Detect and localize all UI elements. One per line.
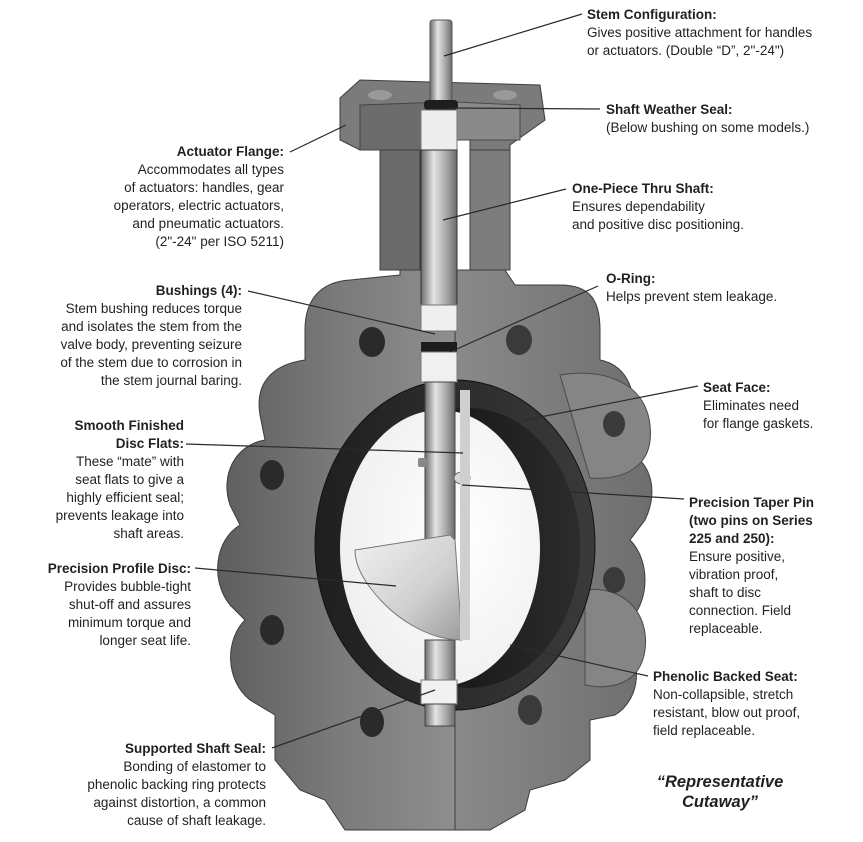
callout-title: Precision Profile Disc: [47,561,191,576]
callout-title: Seat Face: [703,380,771,395]
callout-text: and pneumatic actuators. [132,216,284,231]
callout-title: Actuator Flange: [176,144,284,159]
leader-actuator-flange [289,124,347,153]
callout-text: field replaceable. [653,723,756,738]
callout-text: seat flats to give a [75,472,184,487]
callout-text: resistant, blow out proof, [653,705,801,720]
callout-text: shut-off and assures [68,597,191,612]
callout-text: valve body, preventing seizure [60,337,242,352]
callout-shaft-weather-seal: Shaft Weather Seal: (Below bushing on so… [606,101,809,137]
callout-text: Bonding of elastomer to [123,759,266,774]
callout-text: Non-collapsible, stretch [653,687,794,702]
leader-disc-flats [185,443,464,454]
callout-text: replaceable. [689,621,763,636]
callout-text: and positive disc positioning. [572,217,744,232]
callout-text: Helps prevent stem leakage. [606,289,778,304]
leader-phenolic-seat [509,644,649,677]
callout-text: Eliminates need [703,398,800,413]
leader-shaft-weather-seal [447,107,601,110]
callout-smooth-finished-disc-flats: Smooth Finished Disc Flats: These “mate”… [4,417,184,543]
callout-text: and isolates the stem from the [61,319,242,334]
bolt-holes [260,325,625,737]
callout-text: longer seat life. [99,633,191,648]
caption-line: Cutaway” [681,793,759,811]
callout-text: or actuators. (Double “D”, 2"-24") [587,43,785,58]
callout-bushings: Bushings (4): Stem bushing reduces torqu… [2,282,242,390]
leader-bushings [247,290,436,335]
callout-text: Stem bushing reduces torque [65,301,242,316]
callout-text: of actuators: handles, gear [124,180,284,195]
callout-text: minimum torque and [67,615,191,630]
callout-title: 225 and 250): [689,531,775,546]
leader-taper-pin [461,484,685,500]
callout-title: One-Piece Thru Shaft: [572,181,714,196]
callout-text: Gives positive attachment for handles [587,25,813,40]
disc [354,390,470,641]
callout-phenolic-backed-seat: Phenolic Backed Seat: Non-collapsible, s… [653,668,800,740]
callout-text: connection. Field [689,603,792,618]
callout-text: for flange gaskets. [703,416,814,431]
callout-title: Precision Taper Pin [689,495,815,510]
callout-text: Accommodates all types [137,162,284,177]
callout-precision-profile-disc: Precision Profile Disc: Provides bubble-… [0,560,191,650]
leader-profile-disc [194,567,397,587]
callout-text: Ensures dependability [572,199,705,214]
callout-one-piece-thru-shaft: One-Piece Thru Shaft: Ensures dependabil… [572,180,744,234]
callout-title: (two pins on Series [689,513,813,528]
callout-title: Smooth Finished [74,418,185,433]
leader-one-piece-thru-shaft [442,188,567,221]
callout-text: vibration proof, [689,567,779,582]
callout-text: Provides bubble-tight [64,579,191,594]
representative-cutaway-caption: “Representative Cutaway” [640,772,800,812]
callout-actuator-flange: Actuator Flange: Accommodates all types … [44,143,284,251]
callout-text: These “mate” with [75,454,184,469]
callout-text: highly efficient seal; [66,490,184,505]
leader-seat-face [524,385,699,421]
callout-text: prevents leakage into [55,508,184,523]
callout-title: O-Ring: [606,271,656,286]
callout-title: Shaft Weather Seal: [606,102,733,117]
callout-text: (2"-24" per ISO 5211) [155,234,284,249]
callout-text: (Below bushing on some models.) [606,120,810,135]
callout-precision-taper-pin: Precision Taper Pin (two pins on Series … [689,494,814,638]
callout-seat-face: Seat Face: Eliminates need for flange ga… [703,379,813,433]
callout-text: shaft areas. [113,526,184,541]
callout-text: phenolic backing ring protects [87,777,266,792]
callout-text: cause of shaft leakage. [127,813,266,828]
callout-supported-shaft-seal: Supported Shaft Seal: Bonding of elastom… [26,740,266,830]
leader-shaft-seal [271,689,436,749]
callout-title: Supported Shaft Seal: [124,741,266,756]
callout-stem-configuration: Stem Configuration: Gives positive attac… [587,6,812,60]
callout-text: operators, electric actuators, [113,198,284,213]
caption-line: “Representative [656,773,784,791]
callout-text: of the stem due to corrosion in [60,355,242,370]
callout-title: Stem Configuration: [587,7,717,22]
leader-o-ring [449,285,599,353]
callout-o-ring: O-Ring: Helps prevent stem leakage. [606,270,777,306]
callout-title: Bushings (4): [155,283,242,298]
callout-text: the stem journal baring. [100,373,242,388]
callout-text: against distortion, a common [93,795,266,810]
shaft [418,19,471,727]
callout-title: Phenolic Backed Seat: [653,669,798,684]
leader-lines [185,13,699,749]
callout-title: Disc Flats: [115,436,184,451]
leader-stem-configuration [443,13,583,57]
callout-text: Ensure positive, [689,549,786,564]
callout-text: shaft to disc [689,585,762,600]
